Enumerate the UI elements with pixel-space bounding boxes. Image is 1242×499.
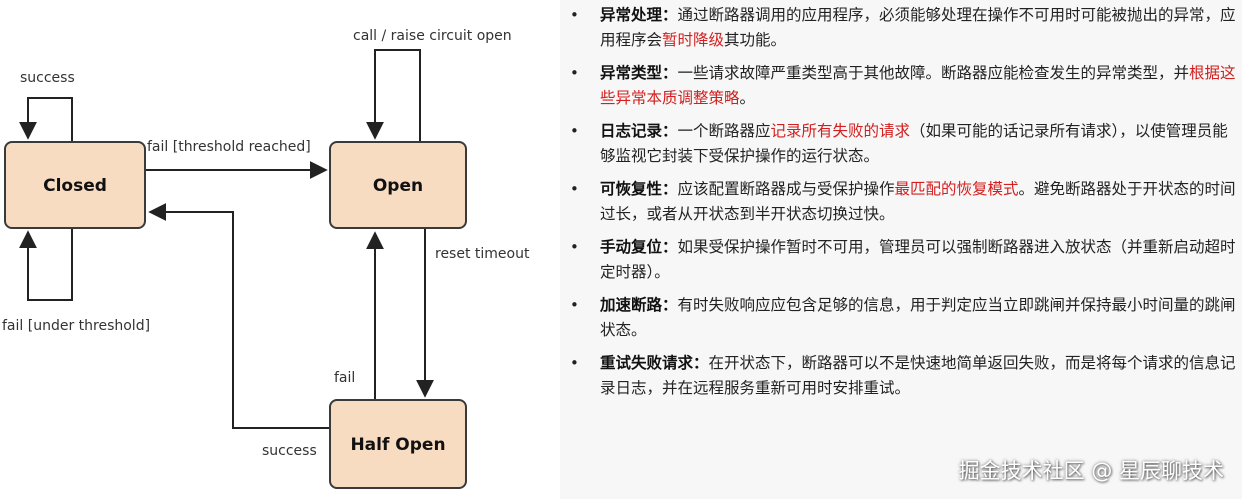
bullet-term: 异常类型： xyxy=(600,64,678,82)
list-item: • 手动复位：如果受保护操作暂时不可用，管理员可以强制断路器进入放状态（并重新启动… xyxy=(570,235,1240,285)
bullet-term: 日志记录： xyxy=(600,122,678,140)
bullet-text: 其功能。 xyxy=(724,31,787,49)
bullet-text: （如果可能的话记录所有请求），以使管理员能够监视它封装下受保护操作的运行状态。 xyxy=(600,122,1228,165)
edge-success-loop xyxy=(19,97,73,142)
edge-label-success-half-open: success xyxy=(262,443,317,459)
highlighted-text: 根据这些异常本质调整策略 xyxy=(600,64,1236,107)
list-item: • 重试失败请求：在开状态下，断路器可以不是快速地简单返回失败，而是将每个请求的信… xyxy=(570,351,1240,401)
considerations-panel: • 异常处理：通过断路器调用的应用程序，必须能够处理在操作不可用时可能被抛出的异常… xyxy=(560,0,1242,499)
highlighted-text: 暂时降级 xyxy=(662,31,725,49)
bullet-dot: • xyxy=(570,354,579,372)
bullet-dot: • xyxy=(570,64,579,82)
bullet-term: 手动复位： xyxy=(600,238,678,256)
edge-call-raise-open xyxy=(366,49,421,142)
bullet-term: 加速断路： xyxy=(600,296,678,314)
state-open-box xyxy=(329,141,467,229)
bullet-term: 可恢复性： xyxy=(600,180,678,198)
list-item: • 日志记录：一个断路器应记录所有失败的请求（如果可能的话记录所有请求），以使管理… xyxy=(570,119,1240,169)
bullet-dot: • xyxy=(570,180,579,198)
list-item: • 加速断路：有时失败响应应包含足够的信息，用于判定应当立即跳闸并保持最小时间量的… xyxy=(570,293,1240,343)
edge-label-reset-timeout: reset timeout xyxy=(435,246,530,262)
circuit-breaker-state-diagram: success fail [threshold reached] fail [u… xyxy=(2,28,530,489)
bullet-text: 。 xyxy=(739,89,756,107)
bullet-text: 一些请求故障严重类型高于其他故障。断路器应能检查发生的异常类型，并 xyxy=(677,64,1190,82)
considerations-list: • 异常处理：通过断路器调用的应用程序，必须能够处理在操作不可用时可能被抛出的异常… xyxy=(570,3,1240,409)
list-item: • 可恢复性：应该配置断路器成与受保护操作最匹配的恢复模式。避免断路器处于开状态的… xyxy=(570,177,1240,227)
edge-success-half-open xyxy=(148,203,330,429)
state-half-open-box xyxy=(329,399,467,489)
list-item: • 异常类型：一些请求故障严重类型高于其他故障。断路器应能检查发生的异常类型，并根… xyxy=(570,61,1240,111)
bullet-dot: • xyxy=(570,6,579,24)
watermark: 掘金技术社区 @ 星辰聊技术 xyxy=(958,459,1224,483)
bullet-term: 重试失败请求： xyxy=(600,354,709,372)
bullet-text: 一个断路器应 xyxy=(677,122,771,140)
edge-label-call-raise-open: call / raise circuit open xyxy=(353,28,512,44)
bullet-text: 应该配置断路器成与受保护操作 xyxy=(677,180,895,198)
bullet-text: 通过断路器调用的应用程序，必须能够处理在操作不可用时可能被抛出的异常，应用程序会 xyxy=(600,6,1236,49)
list-item: • 异常处理：通过断路器调用的应用程序，必须能够处理在操作不可用时可能被抛出的异常… xyxy=(570,3,1240,53)
bullet-dot: • xyxy=(570,238,579,256)
bullet-dot: • xyxy=(570,296,579,314)
highlighted-text: 最匹配的恢复模式 xyxy=(894,180,1019,198)
edge-label-fail-half-open: fail xyxy=(334,370,355,386)
edge-fail-under-threshold xyxy=(19,228,73,301)
edge-label-success-loop: success xyxy=(20,70,75,86)
bullet-text: 。避免断路器处于开状态的时间过长，或者从开状态到半开状态切换过快。 xyxy=(600,180,1236,223)
highlighted-text: 记录所有失败的请求 xyxy=(770,122,911,140)
state-closed-label: Closed xyxy=(43,176,107,196)
bullet-text: 有时失败响应应包含足够的信息，用于判定应当立即跳闸并保持最小时间量的跳闸状态。 xyxy=(600,296,1236,339)
state-closed-box xyxy=(4,141,146,229)
bullet-text: 如果受保护操作暂时不可用，管理员可以强制断路器进入放状态（并重新启动超时定时器）… xyxy=(600,238,1236,281)
bullet-dot: • xyxy=(570,122,579,140)
edge-label-fail-under-threshold: fail [under threshold] xyxy=(2,318,150,334)
state-open-label: Open xyxy=(373,176,423,196)
bullet-text: 在开状态下，断路器可以不是快速地简单返回失败，而是将每个请求的信息记录日志，并在… xyxy=(600,354,1236,397)
edge-label-fail-threshold-reached: fail [threshold reached] xyxy=(147,139,311,155)
state-half-open-label: Half Open xyxy=(350,435,445,455)
bullet-term: 异常处理： xyxy=(600,6,678,24)
